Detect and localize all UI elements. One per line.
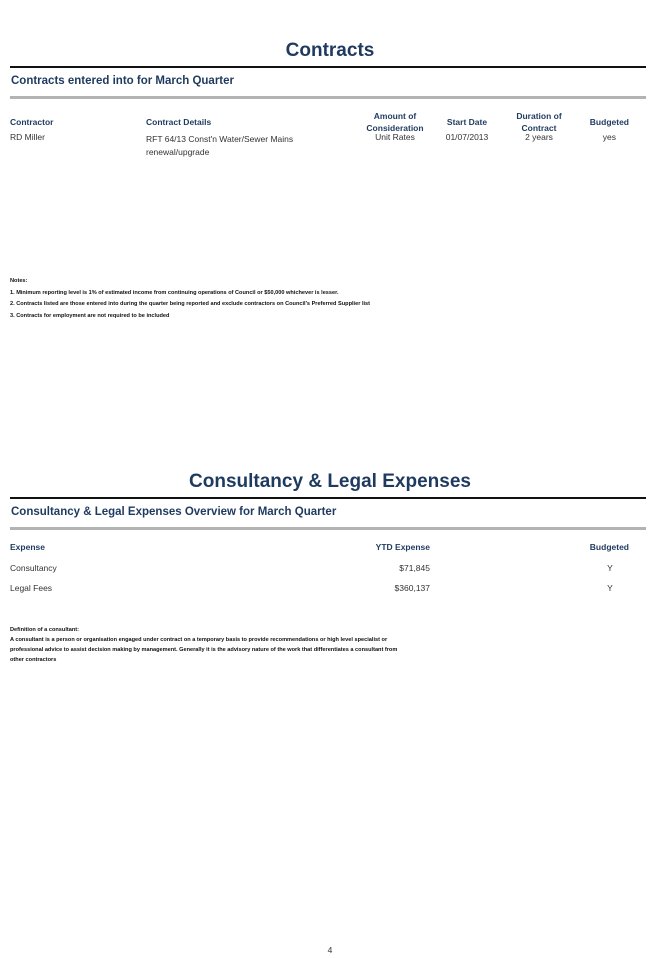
cell-start-date: 01/07/2013 (445, 132, 489, 142)
note-1: 1. Minimum reporting level is 1% of esti… (10, 289, 339, 296)
contracts-title-rule (10, 66, 646, 68)
definition-line-2: professional advice to assist decision m… (10, 647, 398, 653)
definition-line-1: A consultant is a person or organisation… (10, 637, 388, 643)
definition-line-3: other contractors (10, 657, 57, 663)
header-budgeted: Budgeted (589, 117, 629, 127)
header-ytd-expense: YTD Expense (375, 542, 430, 552)
cell-budgeted: yes (602, 132, 616, 142)
header-amount-line2: Consideration (366, 123, 424, 133)
definition-heading: Definition of a consultant: (10, 627, 79, 633)
header-contractor: Contractor (10, 117, 54, 127)
cell-contract-details-line1: RFT 64/13 Const'n Water/Sewer Mains (146, 134, 294, 144)
consultant-definition: Definition of a consultant: A consultant… (10, 625, 440, 665)
consultancy-title-rule (10, 497, 646, 499)
header-expense: Expense (10, 542, 45, 552)
note-2: 2. Contracts listed are those entered in… (10, 301, 371, 307)
contracts-subtitle-rule (10, 96, 646, 99)
consultancy-title: Consultancy & Legal Expenses (189, 471, 471, 492)
cell-contract-details: RFT 64/13 Const'n Water/Sewer Mains rene… (146, 133, 293, 159)
header-duration: Duration of Contract (505, 110, 573, 134)
header-start-date: Start Date (446, 117, 488, 127)
contracts-subtitle: Contracts entered into for March Quarter (11, 75, 235, 87)
consultancy-subtitle-rule (10, 527, 646, 530)
page-number: 4 (327, 945, 333, 955)
cell-amount: Unit Rates (375, 132, 415, 142)
cell-contractor: RD Miller (10, 132, 45, 142)
contracts-title: Contracts (285, 40, 375, 61)
cell-expense: Legal Fees (10, 583, 53, 593)
cell-expense: Consultancy (10, 563, 57, 573)
header-duration-line2: Contract (521, 123, 557, 133)
cell-ytd-expense: $71,845 (399, 563, 430, 573)
cell-contract-details-line2: renewal/upgrade (146, 147, 210, 157)
header-budgeted-consultancy: Budgeted (589, 542, 629, 552)
header-amount-line1: Amount of (373, 111, 417, 121)
note-3: 3. Contracts for employment are not requ… (10, 312, 170, 319)
cell-duration: 2 years (525, 132, 553, 142)
header-contract-details: Contract Details (146, 117, 212, 127)
cell-budgeted: Y (607, 563, 613, 573)
header-duration-line1: Duration of (516, 111, 562, 121)
notes-heading: Notes: (10, 278, 28, 284)
cell-ytd-expense: $360,137 (394, 583, 430, 593)
consultancy-subtitle: Consultancy & Legal Expenses Overview fo… (11, 506, 337, 518)
header-amount: Amount of Consideration (355, 110, 435, 134)
cell-budgeted: Y (607, 583, 613, 593)
contracts-notes: Notes: 1. Minimum reporting level is 1% … (10, 276, 440, 322)
